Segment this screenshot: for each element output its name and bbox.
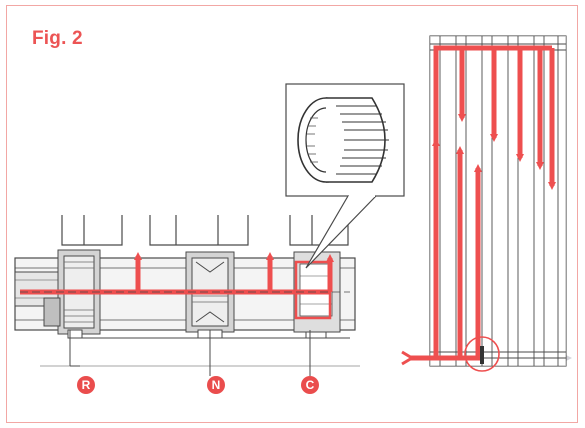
radiator-flow-view — [401, 35, 572, 372]
header-pipe-cutaway — [14, 215, 360, 376]
ring-illustration — [297, 97, 389, 183]
figure-title: Fig. 2 — [32, 28, 83, 49]
radiator-section-1 — [61, 215, 123, 246]
radiator-section-2 — [149, 215, 249, 246]
marker-n: N — [207, 376, 225, 394]
figure-frame — [6, 5, 578, 423]
marker-c: C — [301, 376, 319, 394]
marker-r: R — [77, 376, 95, 394]
inlet-highlight-circle — [464, 336, 500, 372]
flow-arrows-radiator — [401, 45, 556, 366]
plug-c-highlight — [294, 260, 332, 320]
plug-closeup-inset — [285, 83, 405, 269]
